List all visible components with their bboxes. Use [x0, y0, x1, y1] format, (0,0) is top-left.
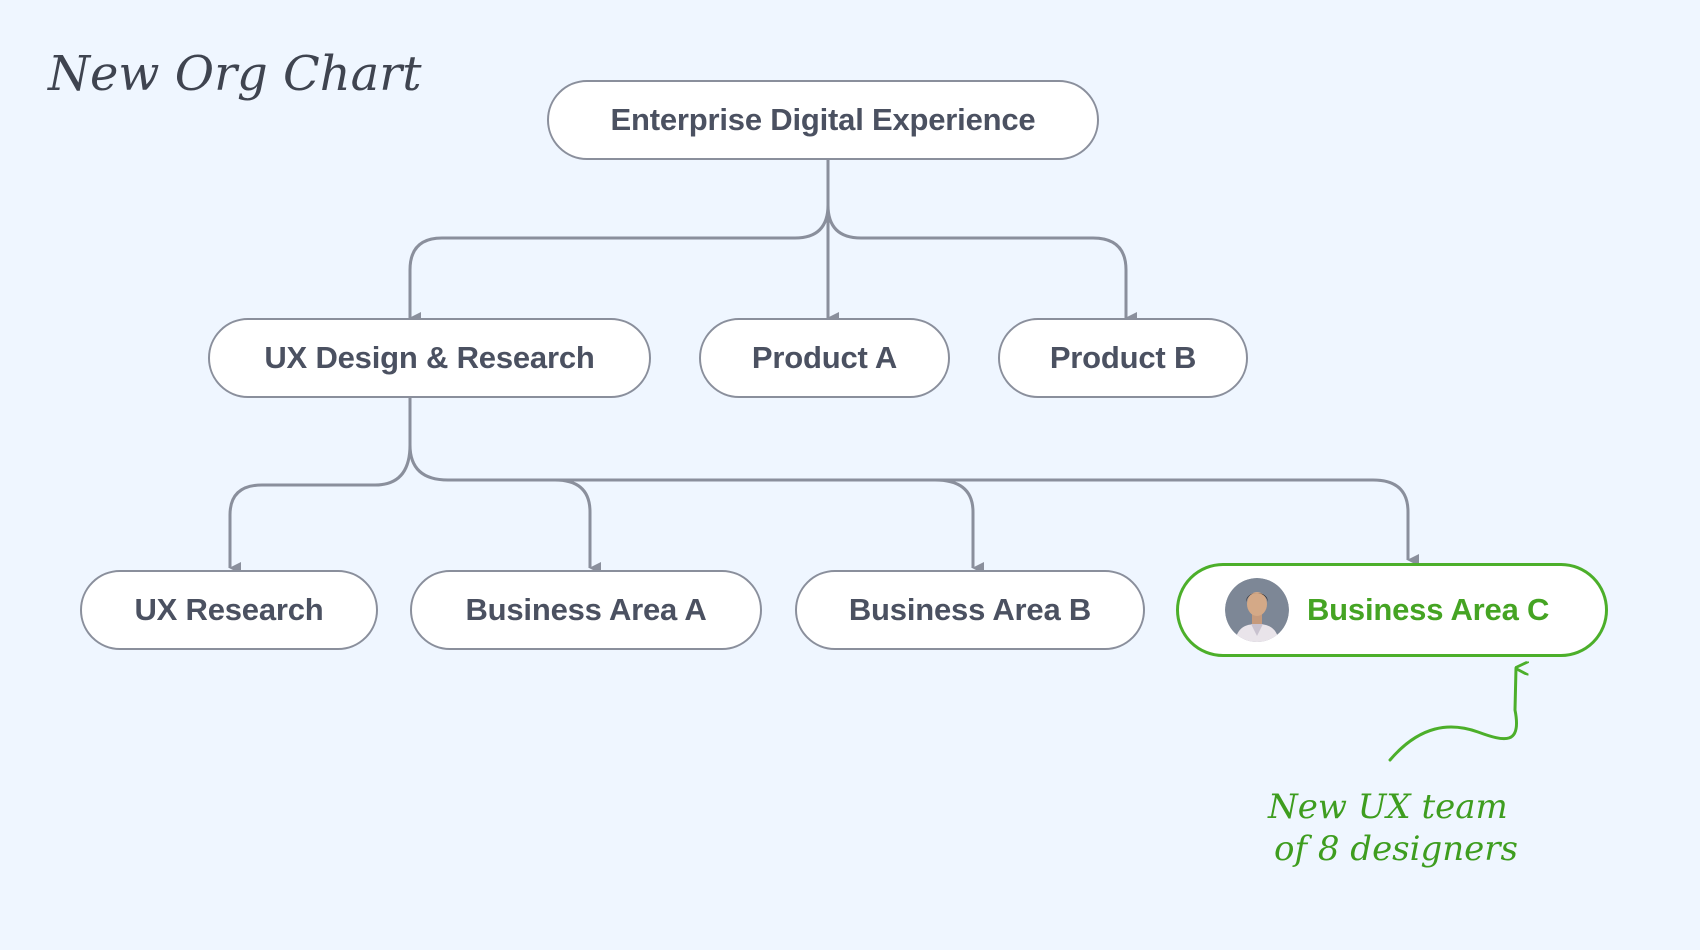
connector-ux-to-area-c [935, 478, 1419, 566]
connector-root-to-product-b [826, 204, 1137, 324]
node-label: Product A [751, 340, 898, 375]
node-label: Enterprise Digital Experience [610, 102, 1036, 137]
node-label: Product B [1049, 340, 1197, 375]
annotation-arrow [1388, 668, 1517, 762]
node-product-b[interactable]: Product B [998, 318, 1248, 398]
chart-title: New Org Chart [48, 46, 422, 102]
connector-root-to-ux-design [408, 160, 830, 324]
node-label: UX Design & Research [264, 340, 595, 375]
node-ux-research[interactable]: UX Research [80, 570, 378, 650]
annotation-line-2: of 8 designers [1274, 829, 1518, 869]
connector-ux-to-area-a [408, 444, 601, 574]
node-business-area-a[interactable]: Business Area A [410, 570, 762, 650]
node-business-area-c[interactable]: Business Area C [1176, 563, 1608, 657]
node-product-a[interactable]: Product A [699, 318, 950, 398]
node-label: Business Area B [848, 592, 1092, 627]
person-avatar-icon [1225, 578, 1289, 642]
node-ux-design-research[interactable]: UX Design & Research [208, 318, 651, 398]
annotation-note: New UX team of 8 designers [1268, 786, 1518, 870]
annotation-line-1: New UX team [1268, 787, 1508, 827]
node-label: Business Area C [1307, 592, 1550, 627]
connector-ux-to-area-b [555, 478, 984, 574]
connector-ux-to-ux-research [228, 398, 412, 574]
node-label: Business Area A [465, 592, 707, 627]
node-enterprise-digital-experience[interactable]: Enterprise Digital Experience [547, 80, 1099, 160]
node-label: UX Research [134, 592, 324, 627]
node-business-area-b[interactable]: Business Area B [795, 570, 1145, 650]
